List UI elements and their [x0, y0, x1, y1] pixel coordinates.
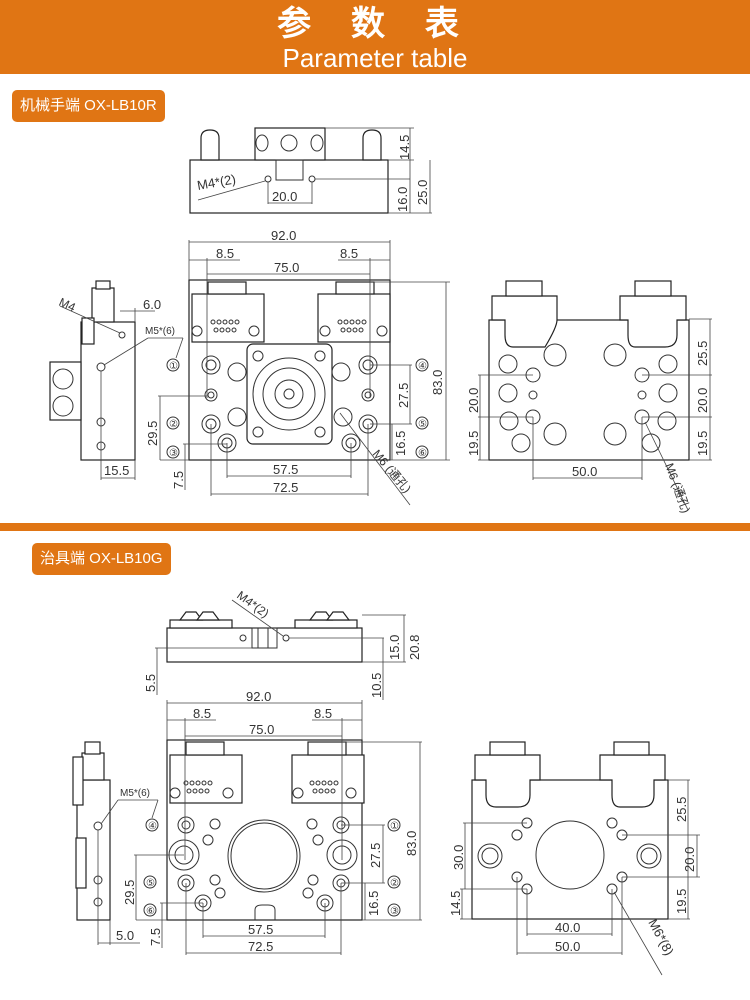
dim-7-5: 7.5: [171, 471, 186, 489]
dim-57-5: 57.5: [273, 462, 298, 477]
g-front-view: 92.0 8.5 8.5 75.0 83.0 27.5 16.5 29.5 7.…: [122, 689, 422, 955]
dim-75: 75.0: [274, 260, 299, 275]
dim-5-5: 5.5: [143, 674, 158, 692]
r-side-view: 15.5 6.0 M4 M5*(6): [49, 280, 184, 480]
dim-15-5: 15.5: [104, 463, 129, 478]
svg-text:⑤: ⑤: [418, 419, 427, 430]
dim-8-5-right: 8.5: [340, 246, 358, 261]
dim-25-5: 25.5: [695, 341, 710, 366]
r-connector-pins: [191, 319, 388, 337]
svg-text:③: ③: [169, 448, 178, 459]
callout-m4x2: M4*(2): [196, 171, 237, 193]
svg-text:③: ③: [390, 906, 399, 917]
dim-92: 92.0: [271, 228, 296, 243]
dim-8-5-right-g: 8.5: [314, 706, 332, 721]
callout-m4x2-g: M4*(2): [234, 588, 271, 620]
page-header: 参 数 表 Parameter table: [0, 0, 750, 74]
svg-text:①: ①: [169, 361, 178, 372]
callout-m6x8: M6*(8): [645, 916, 677, 957]
dim-25-5-g: 25.5: [674, 797, 689, 822]
dim-20-0-g: 20.0: [682, 847, 697, 872]
callout-m5x6-g: M5*(6): [120, 788, 150, 799]
section-divider: [0, 523, 750, 531]
svg-text:⑥: ⑥: [146, 906, 155, 917]
dim-16-5: 16.5: [393, 431, 408, 456]
dim-25-0: 25.0: [415, 180, 430, 205]
r-port-markers: ① ② ③ ④ ⑤ ⑥: [166, 358, 429, 459]
g-back-view: 25.5 20.0 19.5 30.0 14.5 40.0 50.0 M6*(8…: [448, 741, 700, 976]
dim-8-5-left: 8.5: [216, 246, 234, 261]
dim-50-0-g: 50.0: [555, 939, 580, 954]
dim-27-5: 27.5: [396, 383, 411, 408]
title-zh: 参 数 表: [277, 4, 473, 44]
dim-19-5-g: 19.5: [674, 889, 689, 914]
dim-40-0-g: 40.0: [555, 920, 580, 935]
g-side-view: 5.0 M5*(6): [72, 741, 159, 945]
g-port-markers: ④ ⑤ ⑥ ① ② ③: [143, 818, 401, 917]
dim-75-g: 75.0: [249, 722, 274, 737]
dim-14-5-g: 14.5: [448, 891, 463, 916]
svg-text:①: ①: [390, 821, 399, 832]
callout-m5x6: M5*(6): [145, 326, 175, 337]
dim-7-5-g: 7.5: [148, 928, 163, 946]
dim-8-5-left-g: 8.5: [193, 706, 211, 721]
section-tag-tool: 治具端 OX-LB10G: [32, 543, 171, 575]
dim-10-5: 10.5: [369, 673, 384, 698]
dim-20-0-r: 20.0: [695, 388, 710, 413]
dim-27-5-g: 27.5: [368, 843, 383, 868]
svg-text:⑤: ⑤: [146, 878, 155, 889]
svg-text:④: ④: [148, 821, 157, 832]
dim-16-0: 16.0: [395, 187, 410, 212]
dim-72-5-g: 72.5: [248, 939, 273, 954]
svg-text:④: ④: [418, 361, 427, 372]
dim-19-5-r: 19.5: [695, 431, 710, 456]
r-back-view: 25.5 20.0 19.5 20.0 19.5 50.0 M6 (通孔): [466, 280, 712, 515]
r-front-view: 92.0 8.5 8.5 75.0 83.0 27.5 16.5 29.5 7.…: [145, 228, 450, 506]
dim-6-0: 6.0: [143, 297, 161, 312]
section-tag-robot: 机械手端 OX-LB10R: [12, 90, 165, 122]
g-top-view: M4*(2) 15.0 20.8 10.5 5.5: [143, 588, 422, 700]
dim-16-5-g: 16.5: [366, 891, 381, 916]
dim-50-0: 50.0: [572, 464, 597, 479]
dim-20-0-l: 20.0: [466, 388, 481, 413]
callout-m4: M4: [57, 295, 78, 315]
dim-83-g: 83.0: [404, 831, 419, 856]
dim-29-5: 29.5: [145, 421, 160, 446]
svg-text:⑥: ⑥: [418, 448, 427, 459]
svg-text:②: ②: [169, 419, 178, 430]
r-top-view: M4*(2) 20.0 14.5 25.0 16.0: [189, 127, 432, 214]
dim-5-0: 5.0: [116, 928, 134, 943]
dim-20-8: 20.8: [407, 635, 422, 660]
dim-57-5-g: 57.5: [248, 922, 273, 937]
dim-92-g: 92.0: [246, 689, 271, 704]
dim-83: 83.0: [430, 370, 445, 395]
dim-14-5: 14.5: [397, 135, 412, 160]
dim-20: 20.0: [272, 189, 297, 204]
dim-72-5: 72.5: [273, 480, 298, 495]
title-en: Parameter table: [282, 43, 468, 73]
dim-19-5-l: 19.5: [466, 431, 481, 456]
callout-m6-back: M6 (通孔): [662, 461, 693, 515]
dim-30-0-g: 30.0: [451, 845, 466, 870]
dim-29-5-g: 29.5: [122, 880, 137, 905]
svg-text:②: ②: [390, 878, 399, 889]
g-connector-pins: [169, 780, 357, 799]
dim-15-0: 15.0: [387, 635, 402, 660]
